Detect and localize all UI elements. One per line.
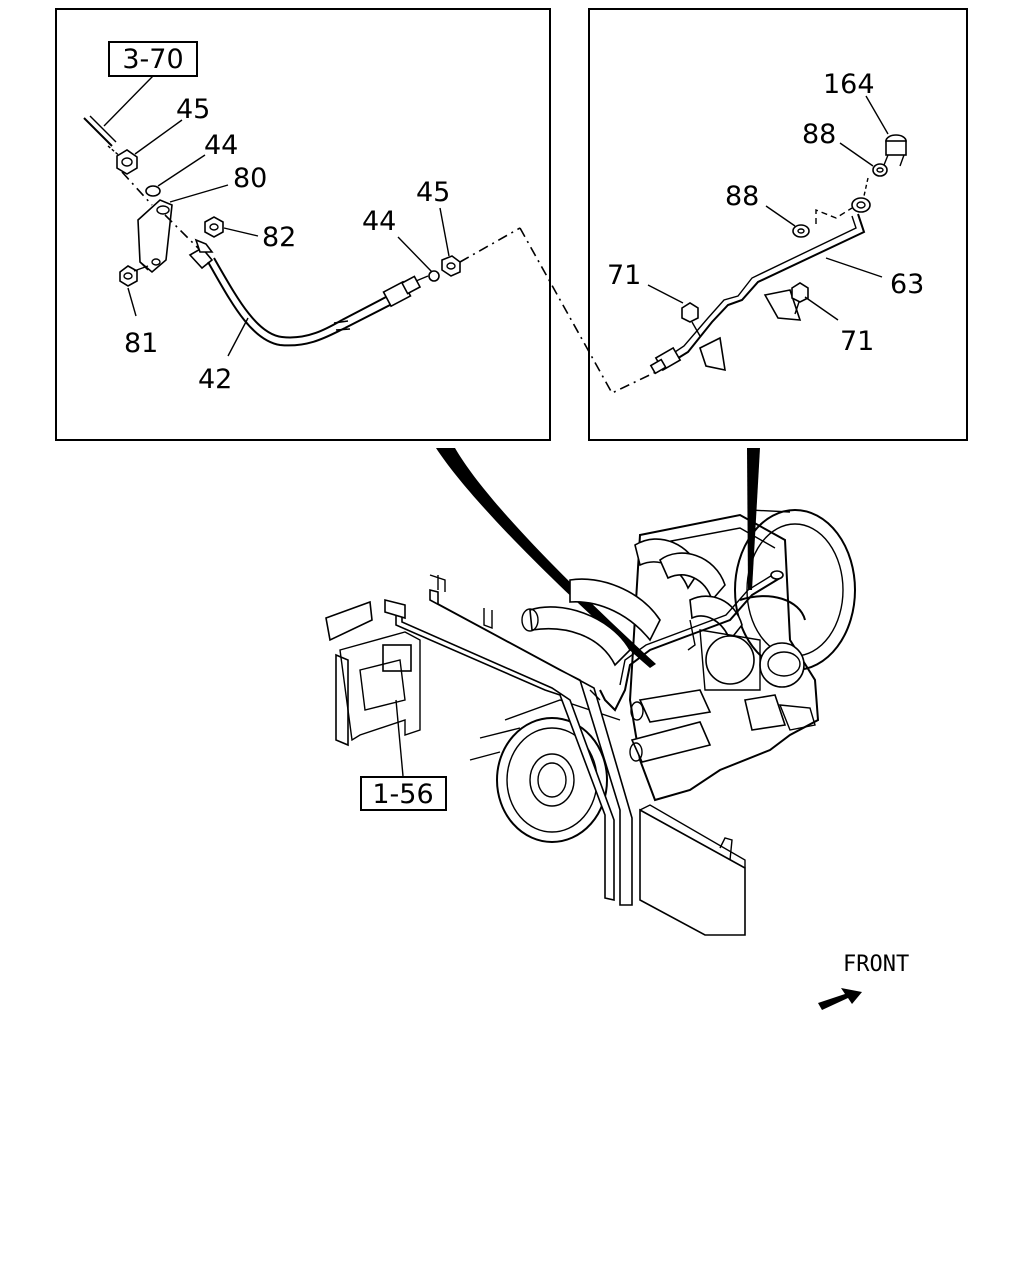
label-80: 80: [233, 163, 267, 194]
label-81: 81: [124, 328, 158, 359]
pipe-63: [671, 213, 866, 361]
label-71-right: 71: [840, 326, 874, 357]
label-88-lower: 88: [725, 181, 759, 212]
bolt-164: [883, 134, 907, 167]
front-arrow-icon: [818, 988, 862, 1010]
callout-pointers: [436, 448, 760, 668]
label-45-left: 45: [176, 94, 210, 125]
label-63: 63: [890, 269, 924, 300]
label-44-right: 44: [362, 206, 396, 237]
label-44-left: 44: [204, 130, 238, 161]
label-42: 42: [198, 364, 232, 395]
engine-assembly: [325, 509, 856, 936]
pipe-end-fitting: [649, 346, 682, 375]
bolt-81: [119, 265, 149, 287]
right-detail-panel: 164 88 88 63 71: [519, 8, 968, 441]
bolt-71-right: [791, 282, 809, 315]
bolt-71-left: [681, 302, 701, 337]
washer-44-right: [428, 270, 440, 282]
bracket-80: [137, 199, 173, 274]
label-71-left: 71: [607, 260, 641, 291]
washer-44-left: [145, 185, 161, 197]
nut-82: [204, 216, 224, 238]
washer-88-lower: [792, 224, 810, 238]
ref-label-1-56: 1-56: [372, 779, 433, 810]
label-45-right: 45: [416, 177, 450, 208]
label-88-upper: 88: [802, 119, 836, 150]
label-82: 82: [262, 222, 296, 253]
nut-45-left: [116, 149, 138, 175]
nut-45-right: [441, 255, 461, 277]
left-detail-panel: 3-70 45 44 80: [55, 8, 551, 441]
hose-42: [188, 238, 429, 347]
label-164: 164: [823, 69, 875, 100]
front-label: FRONT: [843, 952, 909, 977]
washer-88-upper: [872, 163, 888, 177]
ref-label-3-70: 3-70: [122, 44, 183, 75]
ref-box-1-56: [360, 776, 447, 811]
